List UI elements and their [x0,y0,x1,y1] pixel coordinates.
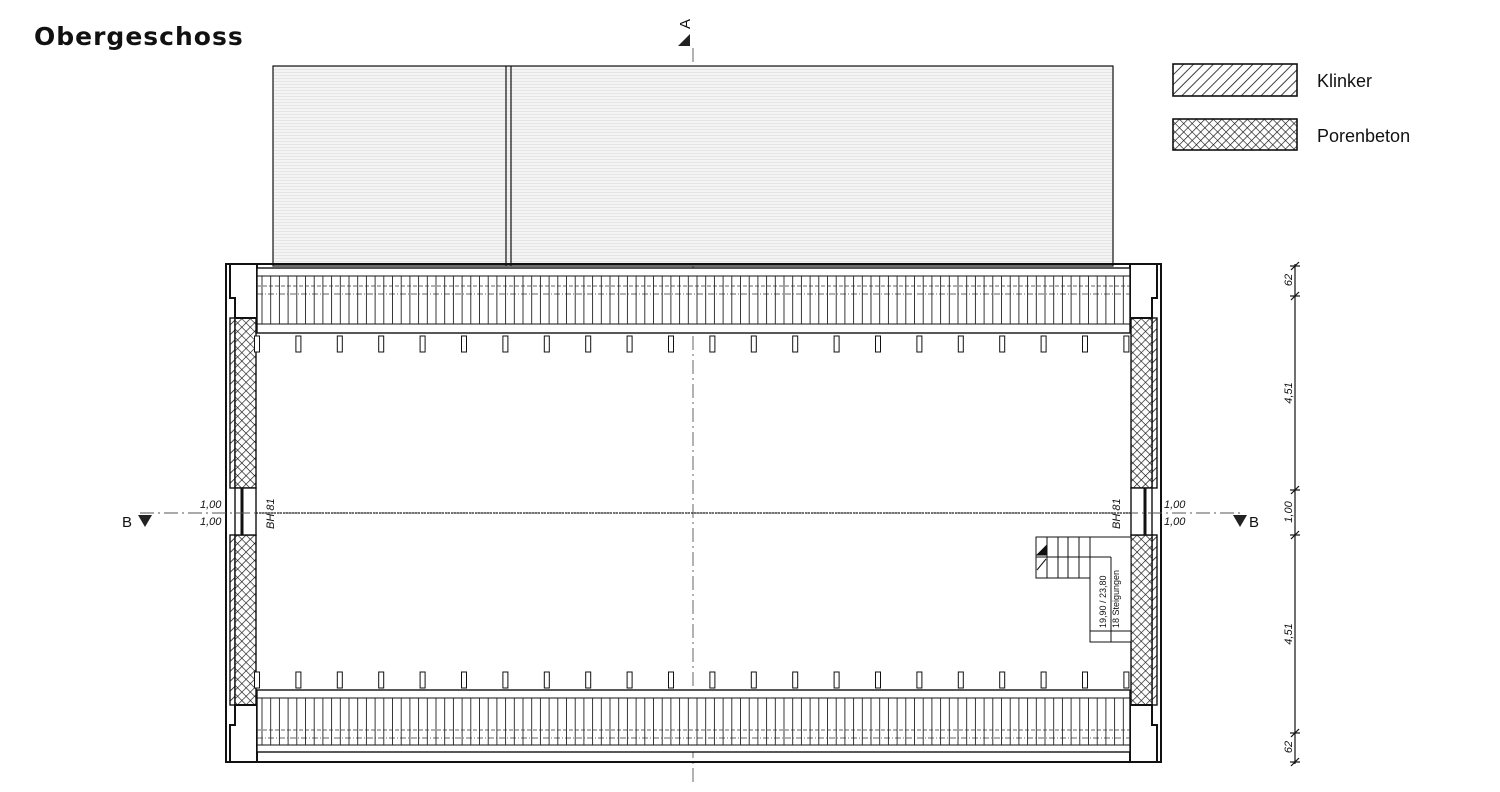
anchor-top [916,335,923,353]
anchor-top [875,335,881,353]
anchor-top [792,335,799,353]
anchor-bottom [543,671,550,689]
svg-text:B: B [1249,514,1259,531]
svg-text:62: 62 [1283,274,1295,286]
sill-height-left: BH 81 [265,498,277,529]
sill-height-right: BH 81 [1111,498,1123,529]
svg-text:62: 62 [1283,741,1295,753]
anchor-bottom [833,671,840,689]
anchor-bottom [792,671,799,689]
opening-height-left: 1,00 [200,516,222,528]
anchor-bottom [419,671,426,689]
legend-swatch-porenbeton [1172,118,1298,151]
anchor-bottom [461,671,467,689]
section-marker-a: A [677,19,694,46]
building-walls [225,263,1162,763]
balcony-band-bottom [256,689,1131,753]
klinker-wall-left-upper [229,317,236,489]
anchor-bottom [668,671,674,689]
svg-text:1,00: 1,00 [1283,500,1295,522]
porenbeton-wall-right-upper [1130,317,1153,489]
anchor-top [833,335,840,353]
anchor-top [626,335,633,353]
dimension-tick-slash [1290,757,1300,767]
upper-roof-area [272,65,1114,267]
anchor-bottom [875,671,881,689]
anchor-top [1082,335,1088,353]
anchor-bottom [916,671,923,689]
anchor-bottom [336,671,343,689]
anchor-bottom [295,671,302,689]
svg-text:4,51: 4,51 [1283,623,1295,644]
anchor-bottom [1123,671,1130,689]
anchor-top [419,335,426,353]
anchor-bottom [1040,671,1047,689]
stair-steps: 18 Steigungen [1111,570,1121,628]
anchor-bottom [750,671,757,689]
anchor-top [295,335,302,353]
anchor-top [1040,335,1047,353]
anchor-top [254,335,260,353]
anchor-top [668,335,674,353]
anchor-bottom [709,671,716,689]
legend-label-porenbeton: Porenbeton [1317,126,1410,146]
opening-width-right: 1,00 [1164,499,1186,511]
legend-label-klinker: Klinker [1317,71,1372,91]
dimension-tick-slash [1290,530,1300,540]
anchor-bottom [957,671,964,689]
staircase: 19,90 / 23,80 18 Steigungen [1035,536,1132,643]
anchor-bottom [378,671,385,689]
svg-text:A: A [677,19,694,29]
dimension-tick-slash [1290,485,1300,495]
anchor-bottom [502,671,509,689]
anchor-bottom [626,671,633,689]
anchor-top [999,335,1006,353]
anchor-bottom [1082,671,1088,689]
anchor-top [585,335,592,353]
rafter-anchors [254,335,1130,689]
anchor-top [543,335,550,353]
anchor-top [378,335,385,353]
legend-swatch-klinker [1172,63,1298,97]
balcony-band-top [256,267,1131,334]
dimension-tick-slash [1290,261,1300,271]
svg-text:4,51: 4,51 [1283,382,1295,403]
dimension-tick-slash [1290,291,1300,301]
dimension-tick-slash [1290,728,1300,738]
legend: Klinker Porenbeton [1172,63,1410,151]
stair-ratio: 19,90 / 23,80 [1098,575,1108,628]
section-marker-b-right: B [1233,514,1259,531]
plan-title: Obergeschoss [34,22,244,51]
opening-height-right: 1,00 [1164,516,1186,528]
anchor-top [709,335,716,353]
porenbeton-wall-left-upper [234,317,257,489]
svg-text:B: B [122,514,132,531]
opening-width-left: 1,00 [200,499,222,511]
anchor-top [336,335,343,353]
anchor-top [461,335,467,353]
anchor-top [957,335,964,353]
anchor-top [502,335,509,353]
anchor-bottom [254,671,260,689]
anchor-top [750,335,757,353]
anchor-bottom [585,671,592,689]
anchor-top [1123,335,1130,353]
dimension-chain: 62 4,51 1,00 4,51 62 [1283,261,1300,767]
anchor-bottom [999,671,1006,689]
section-marker-b-left: B [122,514,152,531]
